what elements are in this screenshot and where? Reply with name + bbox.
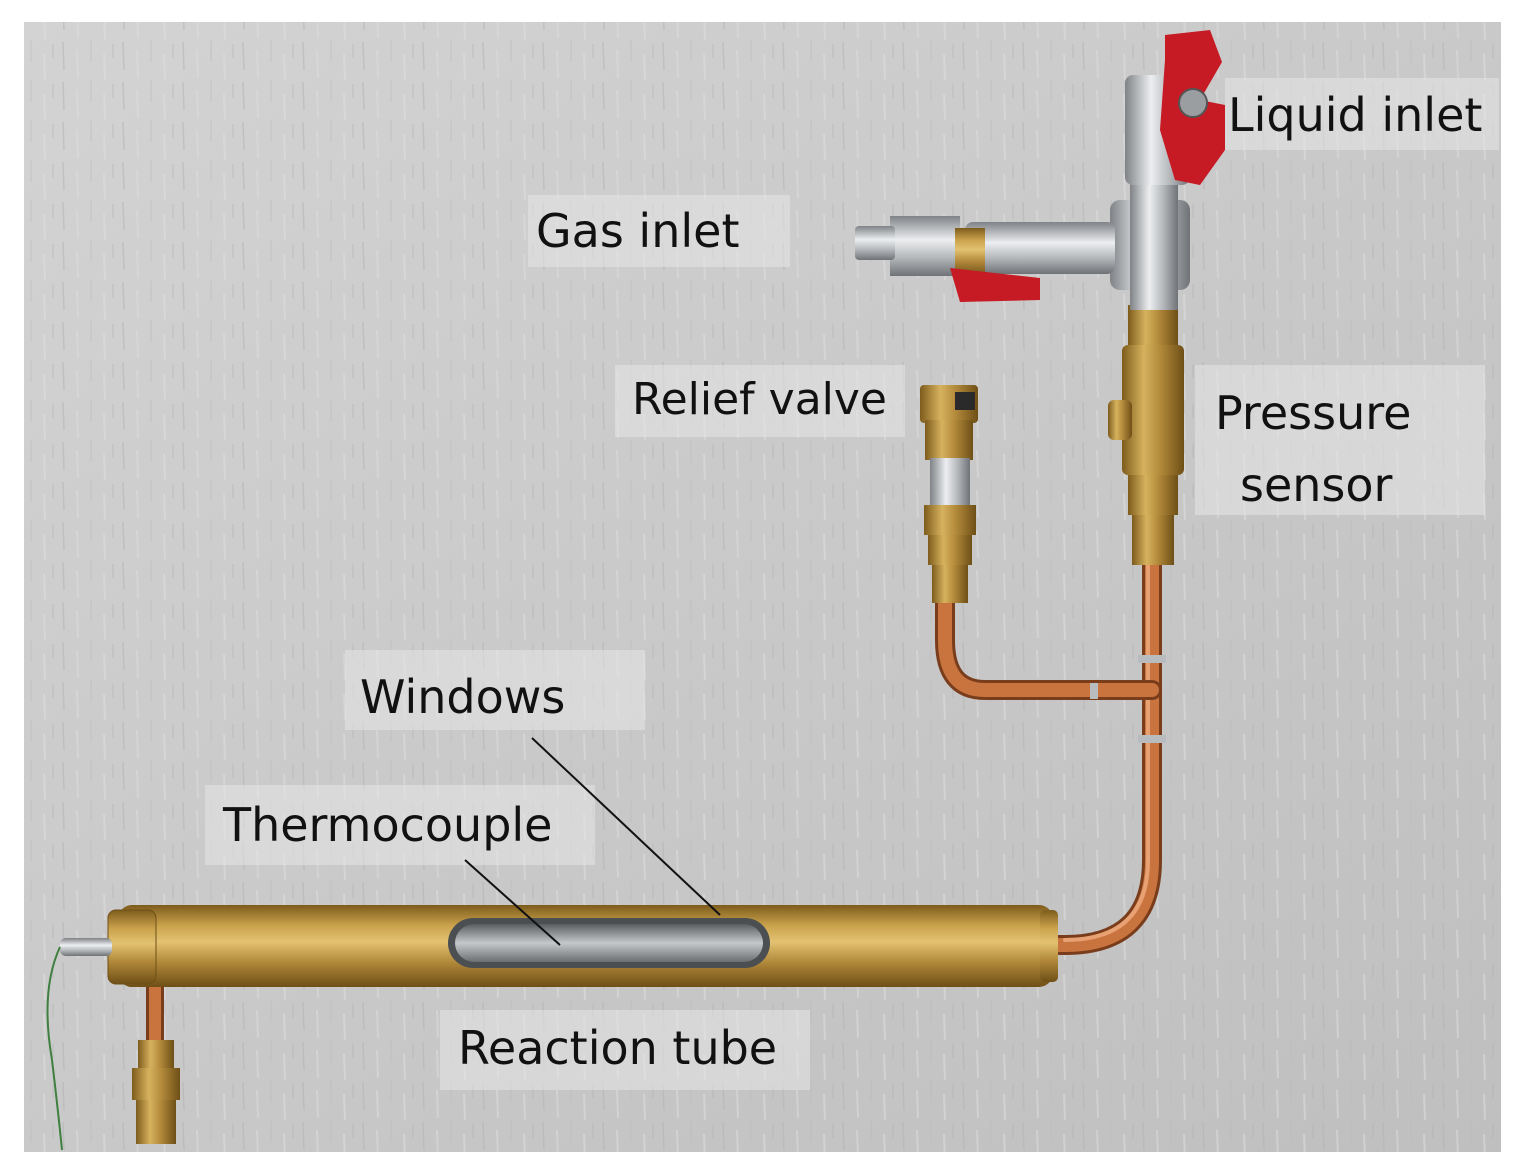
- pressure-sensor-label-line1: Pressure: [1215, 386, 1412, 440]
- reaction-tube: [107, 905, 1058, 987]
- copper-tubing: [146, 550, 1162, 1059]
- gas-inlet-valve: [855, 180, 1190, 310]
- reaction-tube-label: Reaction tube: [458, 1021, 778, 1075]
- pressure-sensor: [1108, 305, 1184, 565]
- windows-leader-line: [531, 737, 721, 916]
- liquid-inlet-label: Liquid inlet: [1228, 88, 1483, 142]
- windows-label: Windows: [360, 670, 566, 724]
- relief-valve: [920, 385, 978, 603]
- pressure-sensor-label-line2: sensor: [1240, 458, 1393, 512]
- gas-inlet-label: Gas inlet: [536, 204, 740, 258]
- thermocouple-label: Thermocouple: [223, 798, 553, 852]
- thermocouple-leader-line: [464, 859, 561, 946]
- relief-valve-label: Relief valve: [632, 374, 887, 425]
- liquid-inlet-valve: [1125, 30, 1225, 185]
